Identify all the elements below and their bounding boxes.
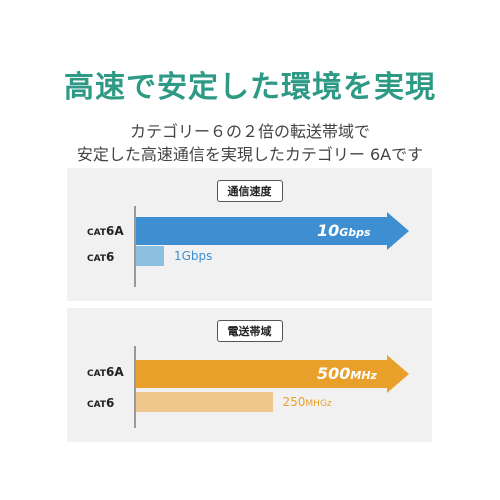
band-panel: 電送帯域 CAT6A CAT6 500MHz 250MHGz	[67, 308, 432, 442]
speed-row2-cat: CAT	[87, 254, 107, 264]
band-cat6-bar	[136, 392, 273, 412]
subtitle-line-1: カテゴリー６の２倍の転送帯域で	[129, 122, 370, 141]
band-axis	[134, 346, 136, 428]
speed-row1-num: 6A	[106, 224, 124, 238]
band-big-value: 500	[317, 364, 351, 383]
band-small-value: 250	[282, 395, 306, 409]
band-row1-num: 6A	[106, 365, 124, 379]
band-row-cat6a-label: CAT6A	[87, 365, 124, 379]
band-big-unit: MHz	[350, 369, 377, 382]
speed-panel: 通信速度 CAT6A CAT6 10Gbps 1Gbps	[67, 168, 432, 301]
band-panel-label: 電送帯域	[216, 320, 283, 342]
speed-cat6-value: 1Gbps	[174, 249, 213, 263]
speed-big-value: 10	[317, 221, 340, 240]
page-title: 高速で安定した環境を実現	[64, 70, 436, 105]
band-cat6a-value: 500MHz	[317, 364, 377, 383]
speed-cat6a-value: 10Gbps	[317, 221, 371, 240]
band-row1-cat: CAT	[87, 369, 107, 379]
band-small-unit: MHGz	[305, 399, 332, 409]
speed-cat6-bar	[136, 246, 164, 266]
speed-row-cat6-label: CAT6	[87, 250, 114, 264]
band-cat6a-arrowhead	[387, 355, 409, 393]
band-cat6-value: 250MHGz	[283, 395, 332, 409]
subtitle-line-2: 安定した高速通信を実現したカテゴリー 6Aです	[76, 145, 424, 164]
band-row-cat6-label: CAT6	[87, 396, 114, 410]
band-row2-cat: CAT	[87, 400, 107, 410]
speed-cat6a-bar-shaft	[136, 217, 387, 245]
speed-row1-cat: CAT	[87, 228, 107, 238]
speed-cat6a-arrowhead	[387, 212, 409, 250]
speed-panel-label: 通信速度	[216, 180, 283, 202]
speed-big-unit: Gbps	[339, 226, 371, 239]
speed-axis	[134, 206, 136, 287]
band-row2-num: 6	[106, 396, 115, 410]
speed-row2-num: 6	[106, 250, 115, 264]
band-cat6a-bar-shaft	[136, 360, 387, 388]
speed-row-cat6a-label: CAT6A	[87, 224, 124, 238]
